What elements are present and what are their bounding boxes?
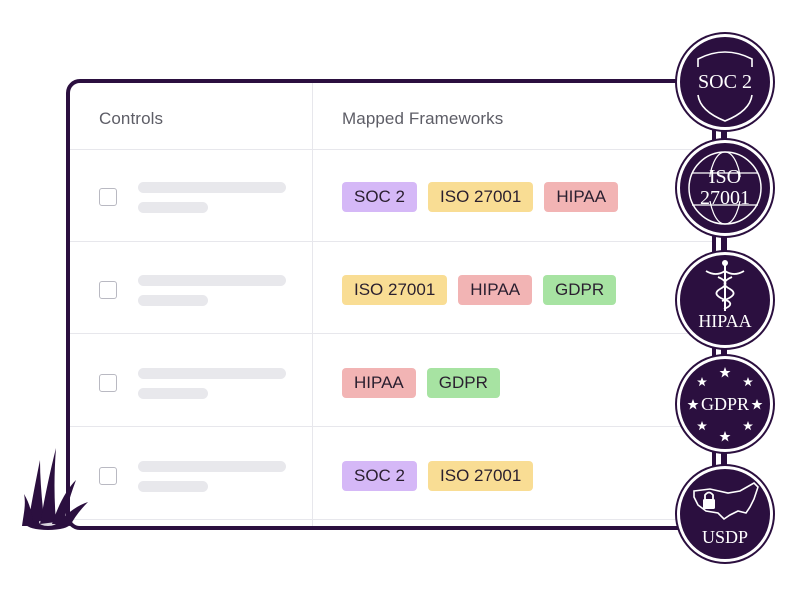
control-desc-placeholder [138,481,208,492]
framework-tag: HIPAA [544,182,619,212]
framework-tag: ISO 27001 [428,182,534,212]
usdp-badge-label: USDP [701,527,749,547]
row-divider [70,241,712,242]
control-name-placeholder [138,461,286,472]
stars-ring-icon [687,367,763,442]
framework-tag: GDPR [543,275,617,305]
hipaa-badge-label: HIPAA [698,311,752,331]
framework-tags: SOC 2 ISO 27001 HIPAA [342,182,619,212]
globe-icon [688,151,762,225]
control-name-placeholder [138,275,286,286]
usdp-badge: USDP [677,466,773,562]
control-name-placeholder [138,368,286,379]
soc2-badge-label: SOC 2 [698,71,752,93]
gdpr-badge-label: GDPR [700,394,749,414]
framework-tag: SOC 2 [342,182,418,212]
table-row: HIPAA GDPR [70,333,712,425]
framework-tags: HIPAA GDPR [342,368,500,398]
control-desc-placeholder [138,202,208,213]
shield-icon [697,51,753,122]
framework-tag: SOC 2 [342,461,418,491]
header-divider [70,149,712,150]
framework-tags: SOC 2 ISO 27001 [342,461,534,491]
controls-table-card: Controls Mapped Frameworks SOC 2 ISO 2700… [66,79,716,530]
us-map-icon [693,482,759,521]
framework-tag: GDPR [426,368,500,398]
control-desc-placeholder [138,295,208,306]
framework-tag: ISO 27001 [428,461,534,491]
column-header-mapped-frameworks: Mapped Frameworks [342,109,504,128]
column-header-controls: Controls [99,109,164,128]
caduceus-icon [705,260,745,311]
control-desc-placeholder [138,388,208,399]
row-divider [70,426,712,427]
compliance-badges: SOC 2 ISO 27001 HIPAA [673,34,777,566]
framework-tag: HIPAA [342,368,416,398]
iso-badge-label-line1: ISO [708,166,742,188]
row-checkbox[interactable] [99,374,117,392]
soc2-badge: SOC 2 [677,34,773,130]
iso-27001-badge: ISO 27001 [677,140,773,236]
row-checkbox[interactable] [99,467,117,485]
hipaa-badge: HIPAA [677,252,773,348]
iso-badge-label-line2: 27001 [700,187,750,209]
table-row: SOC 2 ISO 27001 HIPAA [70,149,712,241]
grass-icon [22,448,88,530]
row-checkbox[interactable] [99,281,117,299]
framework-tag: HIPAA [458,275,533,305]
column-divider [312,83,313,526]
row-divider [70,519,712,520]
gdpr-badge: GDPR [677,356,773,452]
control-name-placeholder [138,182,286,193]
row-divider [70,333,712,334]
framework-tags: ISO 27001 HIPAA GDPR [342,275,617,305]
framework-tag: ISO 27001 [342,275,448,305]
row-checkbox[interactable] [99,188,117,206]
table-row: ISO 27001 HIPAA GDPR [70,241,712,333]
table-row: SOC 2 ISO 27001 [70,426,712,518]
lock-icon [703,491,715,509]
